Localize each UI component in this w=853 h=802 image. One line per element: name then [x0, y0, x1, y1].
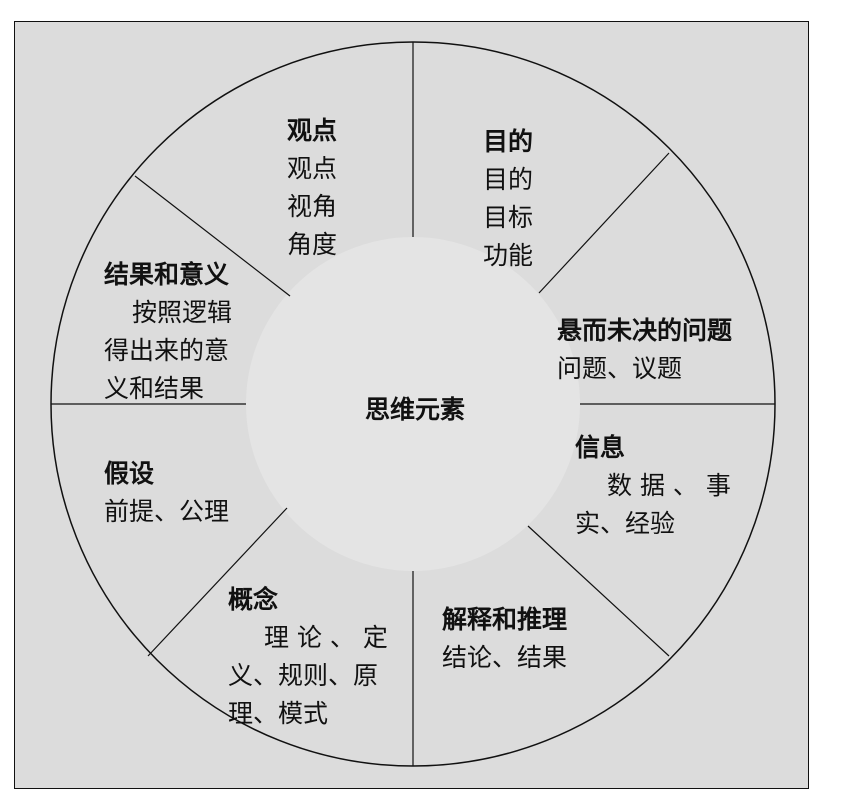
spoke-bottom-right: [527, 525, 670, 657]
segment-implications-line: 按照逻辑: [132, 298, 233, 327]
segment-question-title: 悬而未决的问题: [557, 316, 733, 345]
segment-implications-line: 得出来的意: [104, 336, 230, 365]
segment-assumptions-title: 假设: [104, 459, 155, 488]
segment-information-line: 数 据 、 事: [607, 471, 731, 500]
segment-concepts-line: 理 论 、 定: [264, 623, 388, 652]
segment-concepts-title: 概念: [228, 585, 279, 614]
segment-concepts: 概念 理 论 、 定 义、规则、原 理、模式: [228, 581, 388, 733]
segment-implications: 结果和意义 按照逻辑 得出来的意 义和结果: [104, 256, 232, 408]
segment-information-title: 信息: [575, 433, 626, 462]
segment-viewpoint-line: 视角: [287, 192, 338, 221]
segment-purpose-title: 目的: [483, 127, 534, 156]
segment-concepts-line: 义、规则、原: [228, 661, 379, 690]
segment-interpretation-line: 结论、结果: [442, 643, 568, 672]
segment-viewpoint-line: 观点: [287, 154, 338, 183]
center-label: 思维元素: [364, 395, 465, 424]
segment-question-line: 问题、议题: [557, 354, 683, 383]
segment-question: 悬而未决的问题 问题、议题: [557, 312, 732, 388]
segment-purpose-line: 目的: [483, 165, 534, 194]
segment-information-line: 实、经验: [575, 509, 676, 538]
segment-assumptions-line: 前提、公理: [104, 497, 230, 526]
segment-interpretation-title: 解释和推理: [442, 605, 568, 634]
segment-implications-title: 结果和意义: [104, 260, 230, 289]
segment-implications-line: 义和结果: [104, 374, 205, 403]
segment-viewpoint: 观点 观点 视角 角度: [287, 112, 337, 264]
inner-circle: [246, 237, 580, 571]
segment-assumptions: 假设 前提、公理: [104, 455, 229, 531]
segment-viewpoint-title: 观点: [287, 116, 338, 145]
segment-viewpoint-line: 角度: [287, 230, 338, 259]
spoke-top-left: [134, 175, 291, 297]
segment-purpose-line: 目标: [483, 203, 534, 232]
segment-purpose-line: 功能: [483, 241, 534, 270]
segment-concepts-line: 理、模式: [228, 699, 329, 728]
segment-information: 信息 数 据 、 事 实、经验: [575, 429, 731, 543]
segment-interpretation: 解释和推理 结论、结果: [442, 601, 567, 677]
segment-purpose: 目的 目的 目标 功能: [483, 123, 533, 275]
spoke-top-right: [538, 152, 670, 294]
spoke-bottom-left: [147, 507, 288, 657]
